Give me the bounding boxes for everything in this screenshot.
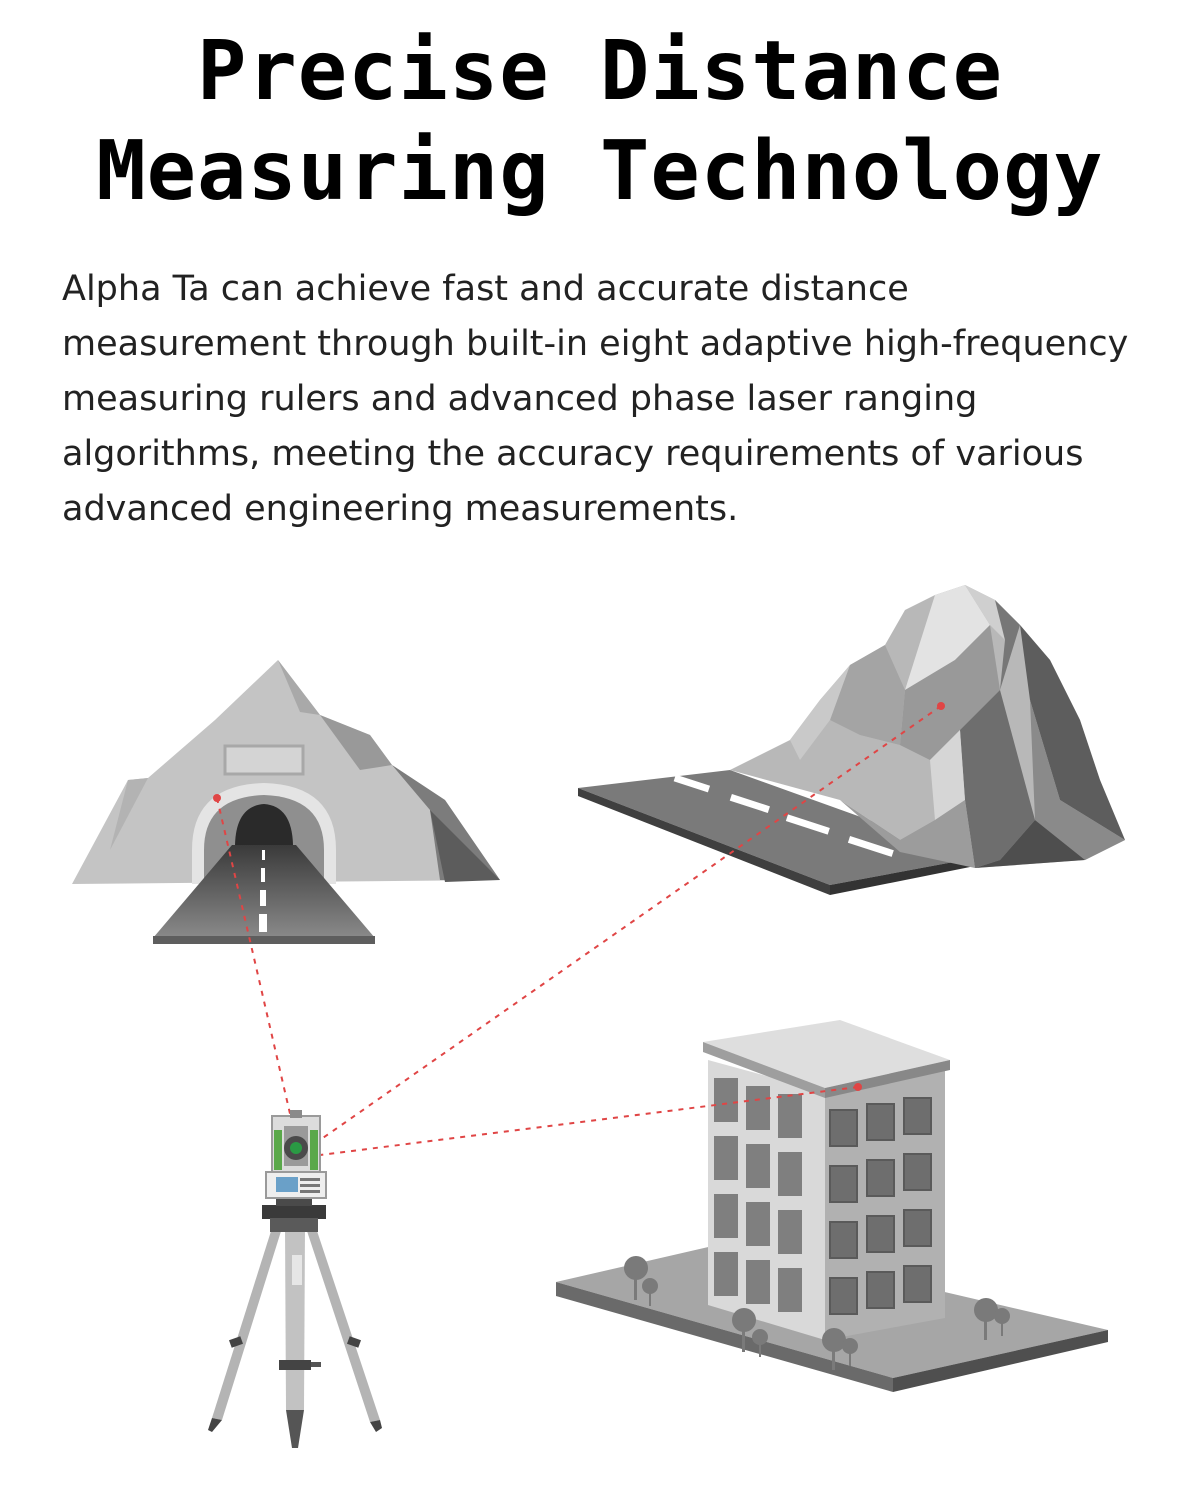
road-dash — [673, 774, 711, 793]
title-line-1: Precise Distance — [197, 24, 1003, 119]
building-right-windows — [829, 1097, 932, 1315]
road-dash — [847, 836, 894, 857]
title-line-2: Measuring Technology — [96, 124, 1104, 219]
page-title: Precise Distance Measuring Technology — [0, 22, 1200, 222]
road-dash — [729, 793, 770, 813]
laser-beam-mountain — [319, 705, 942, 1141]
trees — [624, 1256, 1010, 1370]
description-text: Alpha Ta can achieve fast and accurate d… — [62, 269, 1129, 529]
laser-dot-tunnel — [213, 794, 221, 802]
laser-target-dots — [213, 702, 945, 1091]
laser-dot-mountain — [937, 702, 945, 710]
tunnel-scene — [72, 660, 500, 944]
laser-beam-building — [319, 1086, 859, 1156]
building-left-windows — [714, 1078, 802, 1312]
laser-beams — [216, 705, 942, 1156]
road-dash — [785, 814, 830, 835]
building-scene — [556, 1020, 1108, 1392]
total-station-instrument — [208, 1110, 382, 1448]
laser-dot-building — [854, 1083, 862, 1091]
mountain-road-scene — [578, 585, 1125, 895]
